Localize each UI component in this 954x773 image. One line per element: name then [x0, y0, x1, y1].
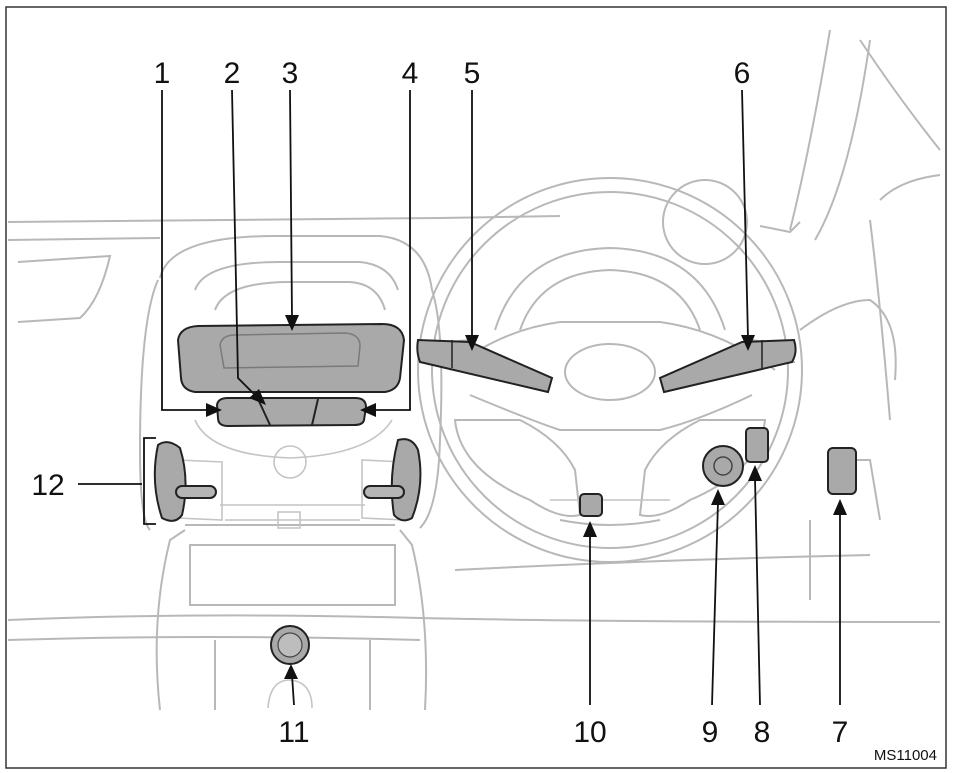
callout-12: 12	[31, 469, 64, 502]
callout-1: 1	[154, 57, 171, 90]
control-strip	[215, 397, 368, 428]
callout-7: 7	[832, 716, 849, 749]
callout-labels: 1 2 3 4 5 6 7 8 9 10 11 12 MS11004	[31, 57, 937, 764]
right-stalk	[658, 338, 797, 394]
left-air-vent	[153, 441, 187, 522]
callout-8: 8	[754, 716, 771, 749]
callout-3: 3	[282, 57, 299, 90]
dashboard-outline	[7, 29, 941, 641]
callout-6: 6	[734, 57, 751, 90]
highlighted-parts	[153, 322, 857, 665]
display-unit	[176, 322, 406, 393]
leader-lines	[78, 89, 847, 706]
center-stack	[138, 234, 443, 711]
callout-2: 2	[224, 57, 241, 90]
round-switch	[702, 445, 744, 487]
callout-5: 5	[464, 57, 481, 90]
right-air-vent	[390, 438, 422, 522]
figure-code: MS11004	[874, 747, 937, 764]
side-switch	[827, 447, 857, 495]
rectangular-switch	[745, 427, 769, 463]
callout-4: 4	[402, 57, 419, 90]
callout-11: 11	[278, 716, 309, 749]
callout-9: 9	[702, 716, 719, 749]
callout-10: 10	[573, 716, 606, 749]
figure-frame	[5, 6, 947, 769]
left-stalk	[416, 338, 554, 394]
small-switch	[579, 493, 603, 517]
